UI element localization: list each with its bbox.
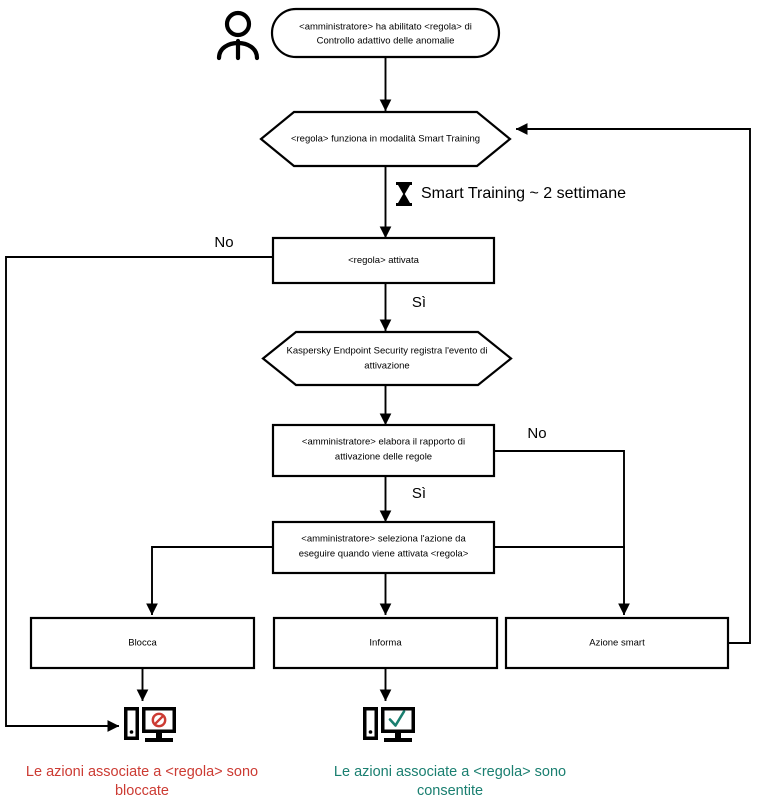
node-action-inform-label: Informa	[369, 638, 402, 649]
note-smart-training-duration-text: Smart Training ~ 2 settimane	[421, 185, 626, 202]
outcome-caption-blocked-line1: Le azioni associate a <regola> sono	[26, 764, 258, 780]
node-rule-activated[interactable]: <regola> attivata	[271, 236, 496, 285]
edge-smart-action-loopback	[515, 123, 751, 644]
hourglass-icon	[396, 182, 412, 206]
outcome-caption-blocked-line2: bloccate	[115, 783, 169, 799]
edge-rule-activated-no	[5, 256, 274, 732]
node-admin-selects-action-line2: eseguire quando viene attivata <regola>	[299, 549, 469, 560]
node-admin-selects-action[interactable]: <amministratore> seleziona l'azione da e…	[271, 520, 496, 575]
node-smart-training-mode[interactable]: <regola> funziona in modalità Smart Trai…	[259, 110, 512, 168]
node-kes-logs-event-line1: Kaspersky Endpoint Security registra l'e…	[287, 346, 488, 357]
node-rule-activated-line1: <regola> attivata	[348, 255, 419, 266]
node-action-smart[interactable]: Azione smart	[504, 616, 730, 670]
note-smart-training-duration: Smart Training ~ 2 settimane	[396, 182, 626, 206]
outcome-caption-allowed: Le azioni associate a <regola> sono cons…	[334, 764, 566, 799]
outcome-caption-allowed-line2: consentite	[417, 783, 483, 799]
user-person-icon	[216, 10, 260, 61]
node-admin-selects-action-line1: <amministratore> seleziona l'azione da	[301, 534, 466, 545]
edge-label-admin-report-no: No	[527, 425, 546, 442]
computer-blocked-icon	[124, 707, 176, 742]
node-admin-report-line2: attivazione delle regole	[335, 452, 432, 463]
outcome-caption-blocked: Le azioni associate a <regola> sono bloc…	[26, 764, 258, 799]
node-start-line1: <amministratore> ha abilitato <regola> d…	[299, 22, 472, 33]
node-start-line2: Controllo adattivo delle anomalie	[317, 36, 455, 47]
node-smart-training-mode-line1: <regola> funziona in modalità Smart Trai…	[291, 134, 480, 145]
edge-label-rule-activated-yes: Sì	[412, 294, 426, 311]
node-start[interactable]: <amministratore> ha abilitato <regola> d…	[270, 7, 501, 59]
node-kes-logs-event[interactable]: Kaspersky Endpoint Security registra l'e…	[261, 330, 513, 387]
node-admin-report-line1: <amministratore> elabora il rapporto di	[302, 437, 465, 448]
node-action-block-label: Blocca	[128, 638, 157, 649]
edge-label-admin-report-yes: Sì	[412, 485, 426, 502]
outcome-caption-allowed-line1: Le azioni associate a <regola> sono	[334, 764, 566, 780]
node-action-smart-label: Azione smart	[589, 638, 645, 649]
computer-allowed-icon	[363, 707, 415, 742]
node-action-inform[interactable]: Informa	[272, 616, 499, 670]
node-action-block[interactable]: Blocca	[29, 616, 256, 670]
edge-admin-report-no	[493, 450, 630, 616]
edge-select-to-block	[146, 546, 274, 616]
node-kes-logs-event-line2: attivazione	[364, 361, 409, 372]
node-admin-report[interactable]: <amministratore> elabora il rapporto di …	[271, 423, 496, 478]
edge-label-rule-activated-no: No	[214, 234, 233, 251]
